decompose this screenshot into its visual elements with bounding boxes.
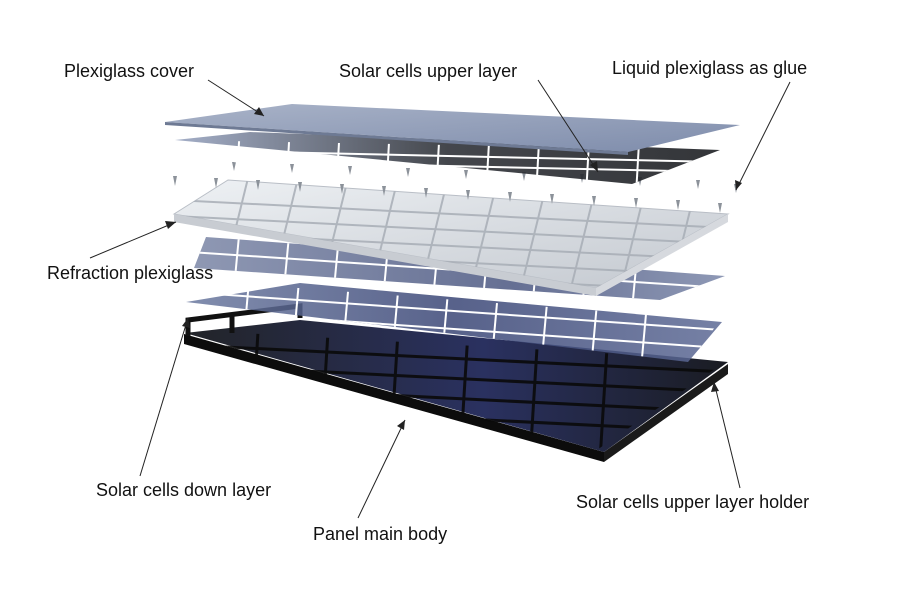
label-refraction-plexiglass: Refraction plexiglass [47, 263, 214, 283]
label-solar-cells-down-layer: Solar cells down layer [96, 480, 272, 500]
label-liquid-plexiglass-glue: Liquid plexiglass as glue [612, 58, 808, 78]
label-panel-main-body: Panel main body [313, 524, 448, 544]
leader-arrowheads [165, 107, 742, 430]
leader-lines [89, 79, 791, 519]
plexiglass-cover-layer [165, 104, 740, 155]
liquid-glue-drops [173, 162, 738, 213]
label-solar-cells-upper-layer: Solar cells upper layer [339, 61, 518, 81]
panel-main-body-layer [184, 303, 728, 462]
label-solar-cells-upper-layer-holder: Solar cells upper layer holder [576, 492, 810, 512]
label-plexiglass-cover: Plexiglass cover [64, 61, 195, 81]
